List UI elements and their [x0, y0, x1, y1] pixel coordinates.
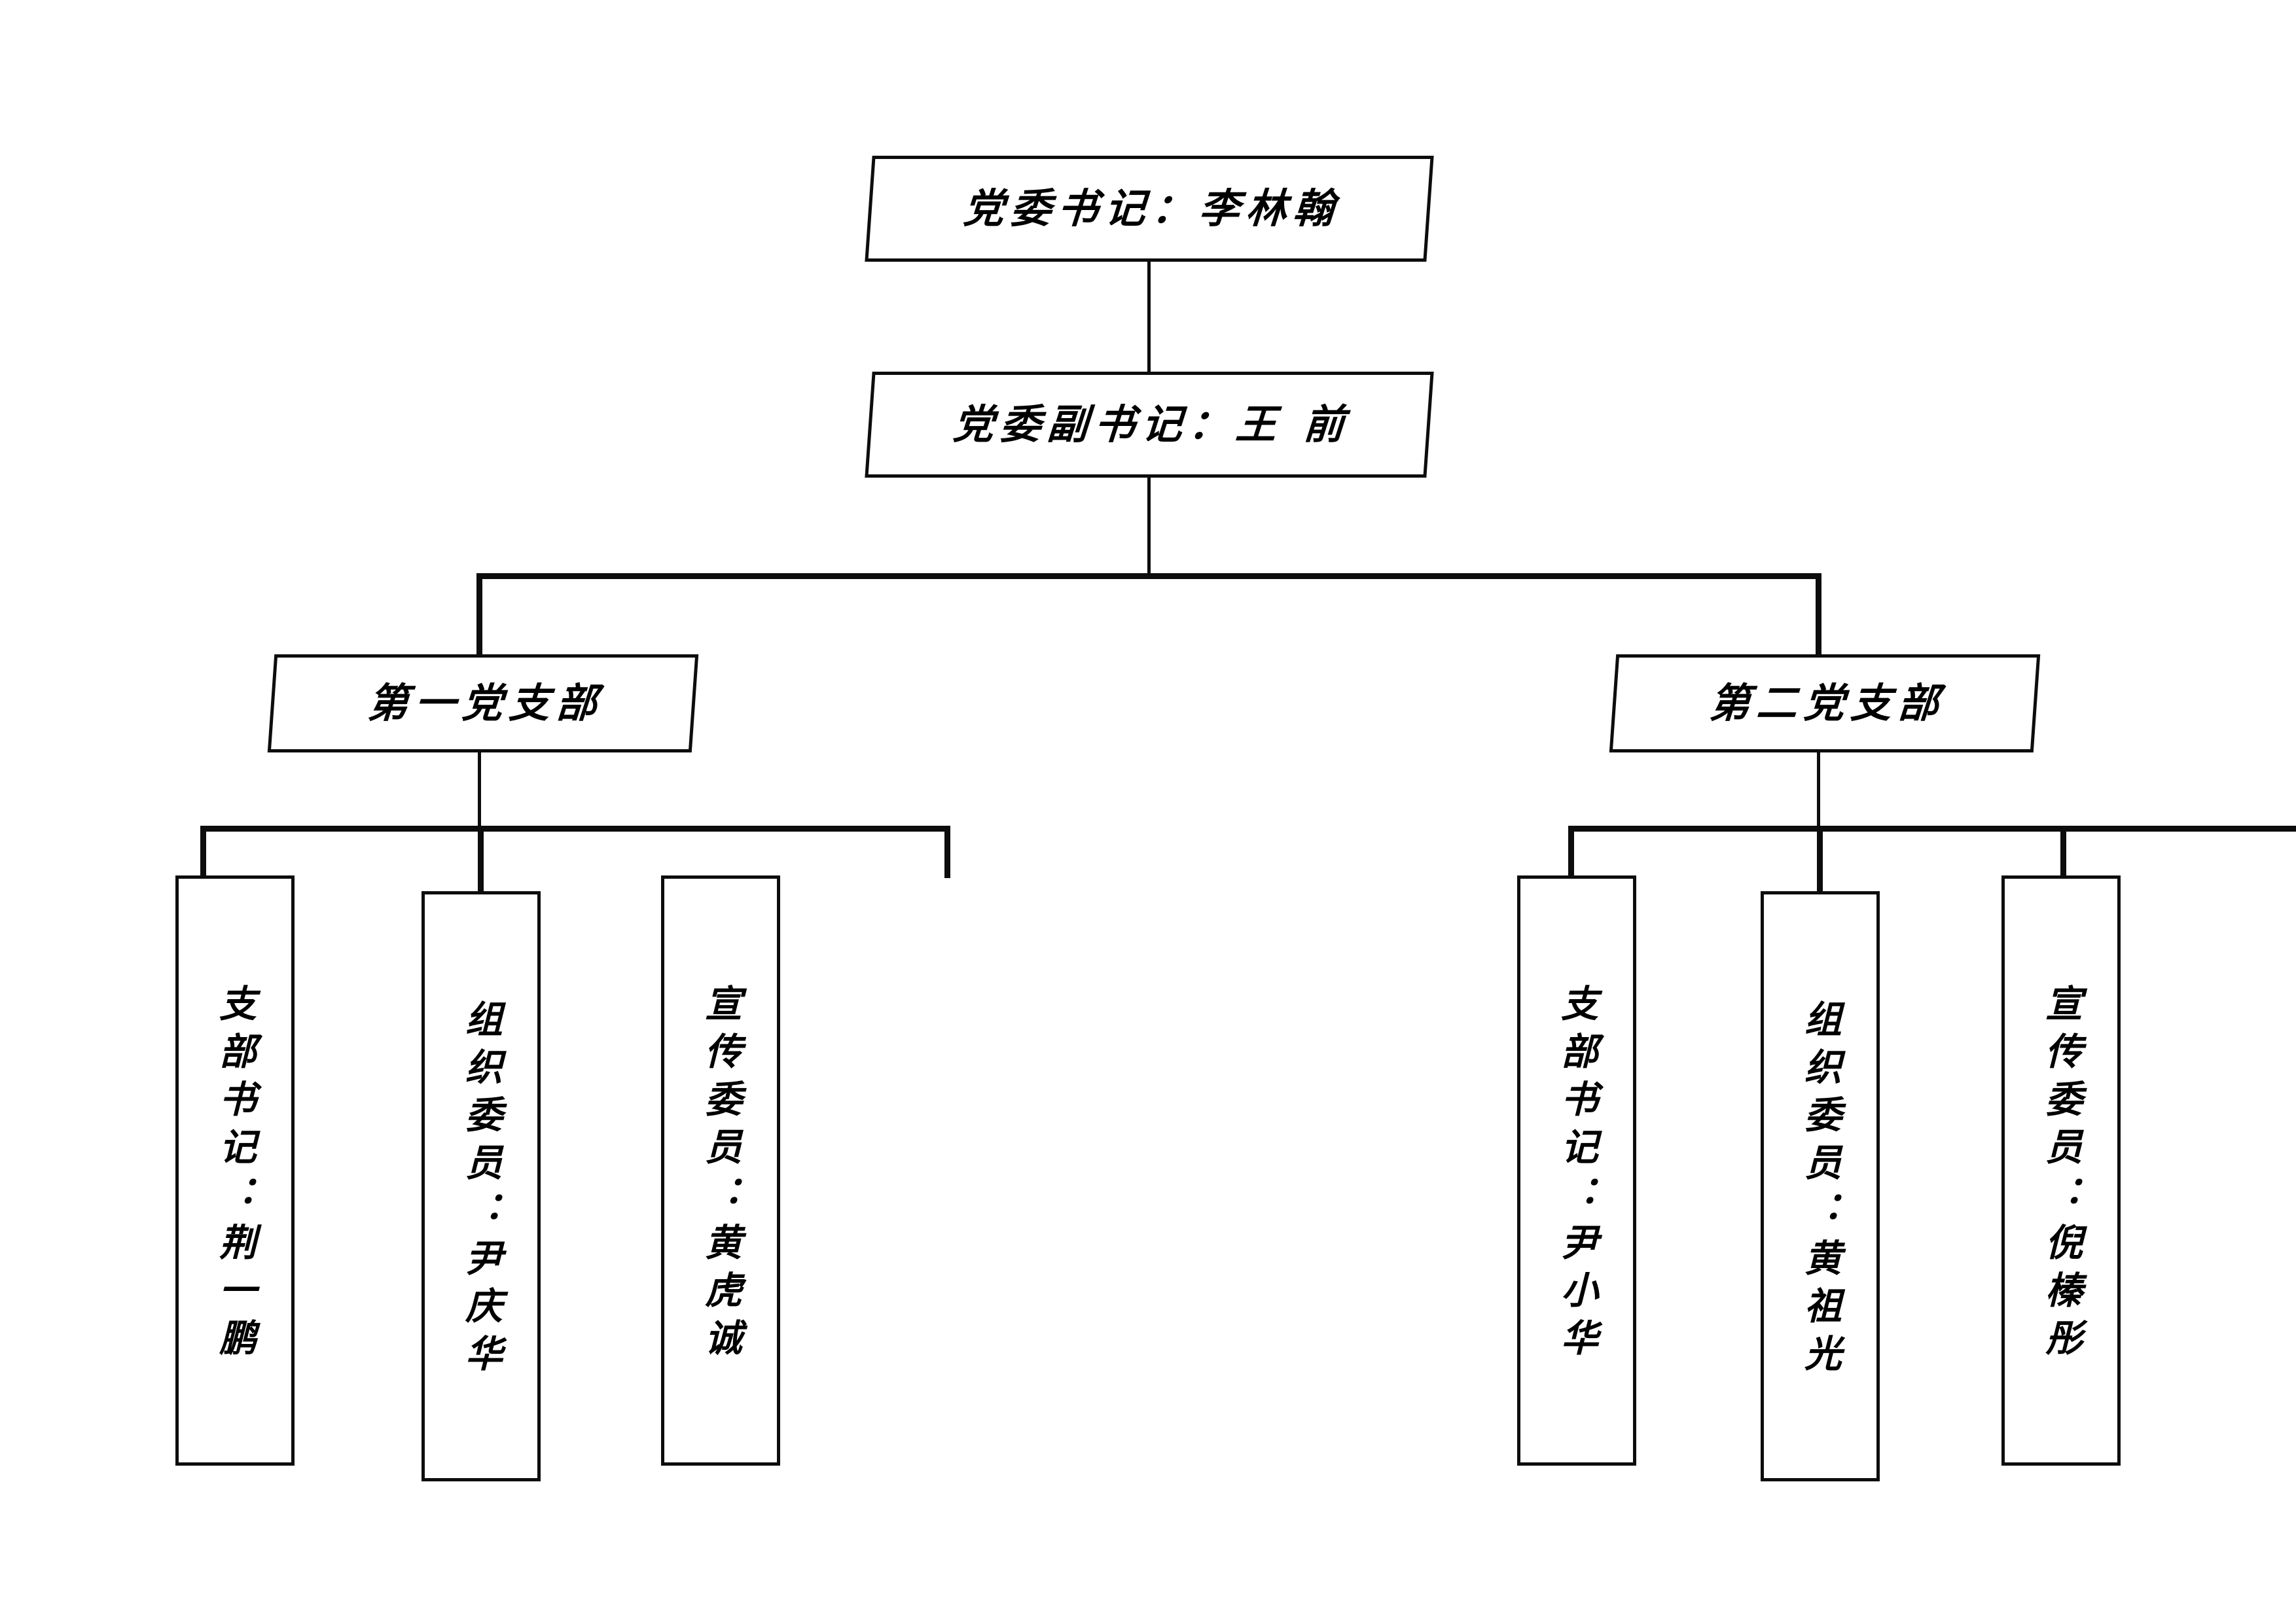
node-party-secretary[interactable]: 党委书记：李林翰: [865, 156, 1434, 262]
connector-branch-one-stem: [478, 746, 481, 830]
connector-drop-b2-secretary: [1568, 826, 1574, 878]
connector-drop-b2-organization: [1817, 826, 1823, 894]
connector-drop-b2-publicity-right: [2060, 826, 2066, 878]
node-b1-organization[interactable]: 组织委员：尹庆华: [422, 891, 541, 1481]
connector-drop-b1-secretary: [200, 826, 206, 878]
connector-drop-branch-one: [476, 573, 482, 666]
connector-branch-one-split-bar: [200, 826, 950, 832]
connector-drop-b1-publicity: [944, 826, 950, 878]
node-branch-two[interactable]: 第二党支部: [1609, 654, 2041, 752]
node-b2-publicity[interactable]: 宣传委员：倪榛彤: [2001, 875, 2121, 1466]
connector-branch-two-stem: [1817, 746, 1820, 830]
connector-secretary-to-deputy: [1147, 260, 1151, 372]
connector-branch-two-split-bar: [1568, 826, 2296, 832]
connector-deputy-stem: [1147, 476, 1151, 576]
node-b1-publicity[interactable]: 宣传委员：黄虎诚: [661, 875, 780, 1466]
connector-branch-split-bar: [476, 573, 1821, 579]
node-b1-secretary[interactable]: 支部书记：荆一鹏: [175, 875, 295, 1466]
connector-drop-branch-two: [1816, 573, 1821, 666]
node-branch-one[interactable]: 第一党支部: [267, 654, 699, 752]
node-deputy-party-secretary[interactable]: 党委副书记：王 前: [865, 372, 1434, 478]
connector-drop-b1-organization: [478, 826, 484, 894]
node-b2-secretary[interactable]: 支部书记：尹小华: [1517, 875, 1636, 1466]
node-b2-organization[interactable]: 组织委员：黄祖光: [1761, 891, 1880, 1481]
